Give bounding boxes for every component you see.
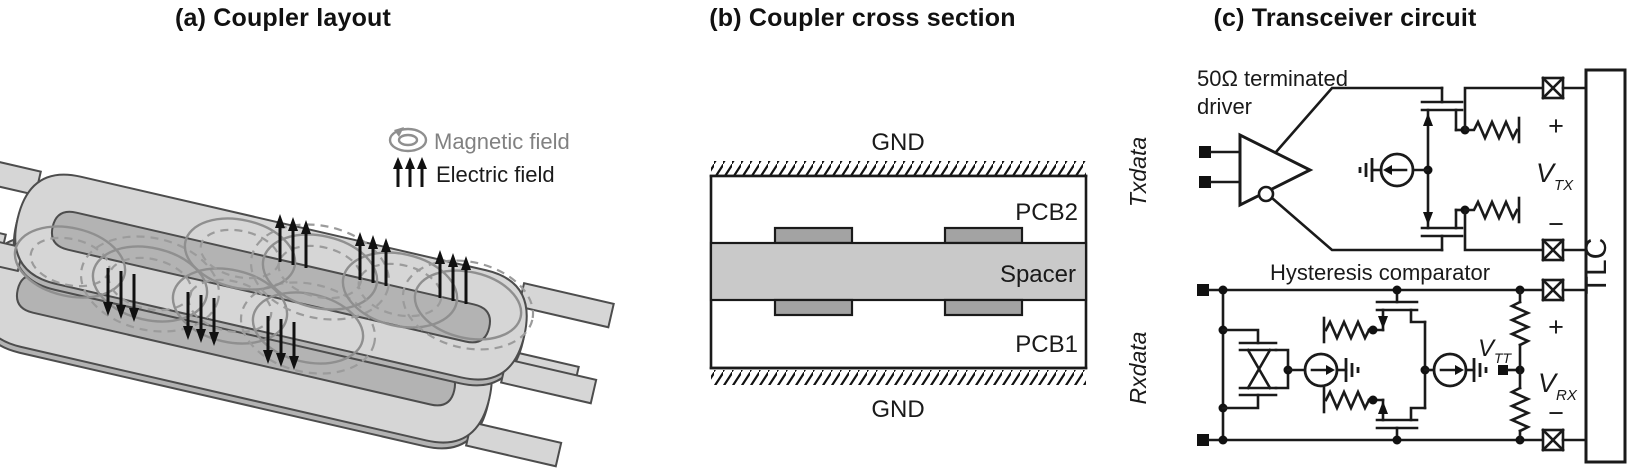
pcb1-label: PCB1 <box>1015 331 1078 358</box>
gnd-top-label: GND <box>871 129 924 156</box>
magnetic-field-loops-lower <box>13 225 377 375</box>
panel-b-title: (b) Coupler cross section <box>709 4 1016 32</box>
coupler-layout-figure: Magnetic field Electric field <box>0 127 615 468</box>
rx-current-source-2 <box>1423 352 1476 388</box>
trace-pcb1 <box>773 298 854 317</box>
vrx-label: V <box>1538 368 1559 398</box>
tlc-box <box>1584 68 1627 464</box>
vtx-plus: + <box>1548 111 1564 141</box>
spacer-layer <box>709 241 1088 302</box>
rx-output-terminal <box>1197 284 1209 296</box>
tx-source-arrow-up <box>1423 113 1433 126</box>
ground-icon <box>1344 358 1360 382</box>
magnetic-field-loops-upper <box>183 217 535 351</box>
driver-label-line2: driver <box>1197 94 1252 119</box>
electric-field-icon <box>393 157 427 187</box>
mosfet-rx-bottom <box>1375 398 1427 445</box>
tx-input-terminal <box>1199 176 1211 188</box>
legend-magnetic-label: Magnetic field <box>434 129 570 154</box>
spacer-label: Spacer <box>1000 261 1076 288</box>
vtx-minus: − <box>1548 209 1564 239</box>
vrx-subscript: RX <box>1556 387 1578 404</box>
tx-bottom-output-wire <box>1270 196 1444 252</box>
rx-current-source-1 <box>1303 352 1348 388</box>
driver-inversion-bubble <box>1257 185 1275 203</box>
gnd-bottom-label: GND <box>871 396 924 423</box>
legend: Magnetic field Electric field <box>388 127 570 187</box>
panel-a-title: (a) Coupler layout <box>174 4 392 32</box>
tx-top-output-wire <box>1274 86 1444 154</box>
tlc-label: TLC <box>1580 238 1613 295</box>
gnd-bottom-hatch <box>711 370 1086 385</box>
vtx-subscript: TX <box>1554 177 1574 194</box>
rx-load-resistor-bottom <box>1322 386 1385 414</box>
vtt-label: V <box>1478 335 1496 362</box>
magnetic-field-icon <box>388 127 428 153</box>
legend-electric-label: Electric field <box>436 162 555 187</box>
ground-icon <box>1472 358 1488 382</box>
electric-field-arrows-up <box>275 214 471 304</box>
txdata-label: Txdata <box>1125 137 1151 207</box>
coupler-port-icon <box>1541 238 1565 262</box>
trace-pcb2 <box>773 226 854 245</box>
junction-dot <box>1218 435 1228 445</box>
transceiver-circuit-figure: 50Ω terminated driver Txdata <box>1125 66 1627 464</box>
termination-resistor-top <box>1463 116 1521 144</box>
bottom-board-terminal <box>464 420 563 468</box>
rxdata-label: Rxdata <box>1125 332 1151 405</box>
vtx-label: V <box>1536 158 1557 188</box>
hysteresis-label: Hysteresis comparator <box>1270 260 1490 285</box>
tx-source-arrow-down <box>1423 212 1433 225</box>
vtt-terminal <box>1498 365 1508 375</box>
driver-triangle <box>1238 132 1314 208</box>
coupler-port-icon <box>1541 428 1565 452</box>
cross-coupled-pair <box>1221 328 1307 410</box>
electric-field-arrows-down <box>103 268 299 370</box>
vrx-minus: − <box>1548 398 1564 428</box>
vtt-subscript: TT <box>1494 350 1513 366</box>
driver-label-line1: 50Ω terminated <box>1197 66 1348 91</box>
top-board-loop <box>14 173 528 381</box>
pcb2-label: PCB2 <box>1015 199 1078 226</box>
tx-current-source <box>1370 152 1430 188</box>
gnd-top-hatch <box>711 161 1086 176</box>
coupler-port-icon <box>1541 76 1565 100</box>
vrx-plus: + <box>1548 312 1564 342</box>
tx-plus-wire <box>1463 86 1545 132</box>
ground-icon <box>1358 158 1374 182</box>
coupler-cross-section-figure: GND PCB2 Spacer PCB1 GND <box>709 129 1088 423</box>
mosfet-rx-top <box>1375 285 1427 332</box>
trace-pcb1 <box>943 298 1024 317</box>
tx-input-terminal <box>1199 146 1211 158</box>
rx-output-terminal <box>1197 434 1209 446</box>
junction-dot <box>1218 285 1228 295</box>
tx-minus-wire <box>1463 208 1545 252</box>
rx-divider <box>1508 285 1532 445</box>
rx-load-resistor-top <box>1322 316 1385 344</box>
trace-pcb2 <box>943 226 1024 245</box>
termination-resistor-bottom <box>1463 196 1521 224</box>
coupler-port-icon <box>1541 278 1565 302</box>
panel-c-title: (c) Transceiver circuit <box>1213 4 1477 32</box>
